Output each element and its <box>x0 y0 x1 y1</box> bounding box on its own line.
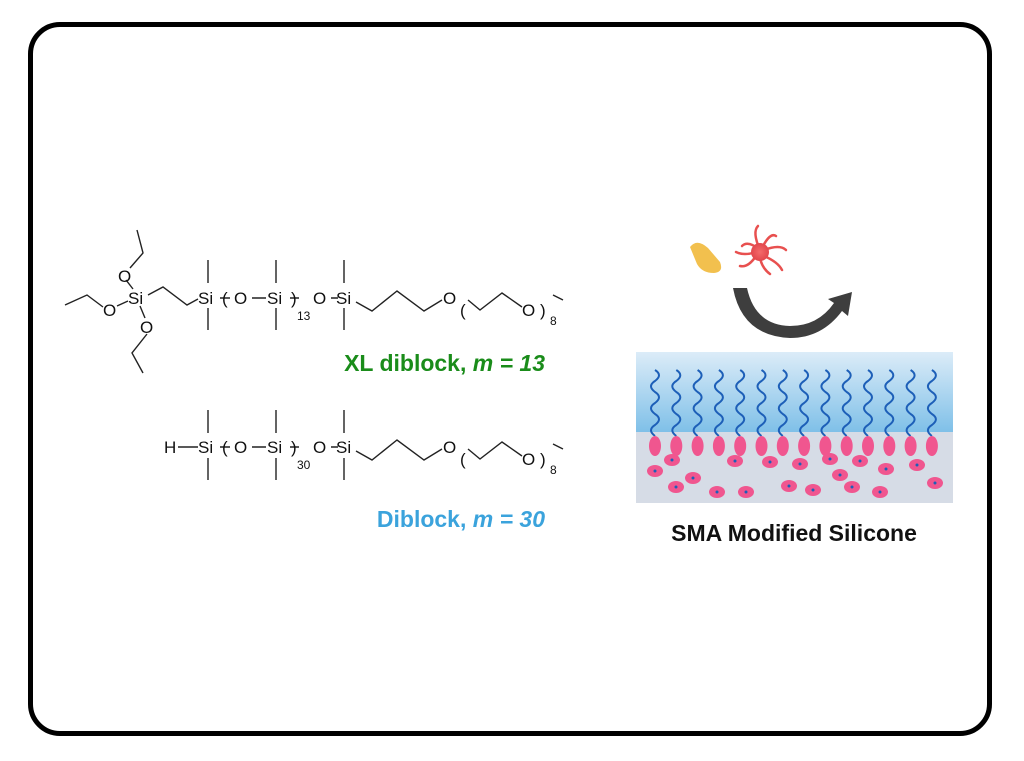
atom-o-ether: O <box>443 438 456 457</box>
atom-o-left: O <box>103 301 116 320</box>
atom-o: O <box>234 289 247 308</box>
bacterium-icon <box>690 242 722 273</box>
xl-diblock-structure: O Si O O Si ( O Si ) 13 O Si O ( O ) 8 <box>64 229 564 374</box>
atom-si: Si <box>198 438 213 457</box>
repeat-count: 30 <box>297 458 311 472</box>
cell-icon <box>734 224 788 276</box>
atom-si: Si <box>336 438 351 457</box>
repel-arrow-icon <box>733 288 852 338</box>
silicone-surface <box>636 352 953 503</box>
peg-repeat-count: 8 <box>550 463 557 477</box>
atom-si-core: Si <box>128 289 143 308</box>
bracket-open: ( <box>222 289 228 308</box>
bracket-close: ) <box>540 301 546 320</box>
polymer-chain <box>713 369 724 437</box>
polymer-chain <box>777 369 788 437</box>
polymer-chain <box>863 369 873 437</box>
bracket-close: ) <box>291 289 297 308</box>
atom-si: Si <box>198 289 213 308</box>
silicone-anchor-blob <box>691 436 704 456</box>
silicone-anchor-blob <box>904 436 917 456</box>
blob-core <box>878 490 882 494</box>
blob-core <box>674 485 678 489</box>
polymer-chain <box>799 369 810 437</box>
blob-core <box>715 490 719 494</box>
polymer-chain <box>884 369 895 437</box>
blob-core <box>733 459 737 463</box>
atom-si: Si <box>336 289 351 308</box>
xl-diblock-label: XL diblock, m = 13 <box>344 350 545 376</box>
surface-title: SMA Modified Silicone <box>671 520 917 546</box>
blob-core <box>670 458 674 462</box>
polymer-chain <box>820 369 831 437</box>
blob-core <box>838 473 842 477</box>
silicone-anchor-blob <box>840 436 853 456</box>
polymer-chain <box>735 369 746 437</box>
silicone-anchor-blob <box>734 436 747 456</box>
polymer-chain <box>650 369 660 437</box>
microbes <box>690 224 788 276</box>
hydrophilic-layer <box>636 352 953 432</box>
blob-core <box>933 481 937 485</box>
atom-h: H <box>164 438 176 457</box>
polymer-chain <box>905 369 916 437</box>
polymer-chain <box>756 369 767 437</box>
polymer-chain <box>692 369 703 437</box>
atom-o-peg: O <box>522 450 535 469</box>
bracket-open: ( <box>222 438 228 457</box>
bracket-open: ( <box>460 301 466 320</box>
blob-core <box>798 462 802 466</box>
silicone-anchor-blob <box>670 436 683 456</box>
diblock-label: Diblock, m = 30 <box>377 506 545 532</box>
silicone-anchor-blob <box>883 436 896 456</box>
atom-o: O <box>234 438 247 457</box>
polymer-chain <box>671 369 682 437</box>
silicone-anchor-blob <box>925 436 938 456</box>
blob-core <box>653 469 657 473</box>
bracket-close: ) <box>291 438 297 457</box>
diblock-structure: H Si ( O Si ) 30 O Si O ( O ) 8 <box>164 410 564 480</box>
atom-o: O <box>313 289 326 308</box>
blob-core <box>787 484 791 488</box>
silicone-anchor-blob <box>649 436 661 456</box>
bracket-close: ) <box>540 450 546 469</box>
blob-core <box>744 490 748 494</box>
silicone-anchor-blob <box>862 436 874 456</box>
atom-o-top: O <box>118 267 131 286</box>
blob-core <box>828 457 832 461</box>
polymer-chain <box>841 369 852 437</box>
atom-o-peg: O <box>522 301 535 320</box>
silicone-anchor-blob <box>819 436 832 456</box>
silicone-anchor-blob <box>776 436 789 456</box>
atom-si: Si <box>267 438 282 457</box>
blob-core <box>768 460 772 464</box>
silicone-anchor-blob <box>712 436 725 456</box>
atom-o-ether: O <box>443 289 456 308</box>
blob-core <box>858 459 862 463</box>
repeat-count: 13 <box>297 309 311 323</box>
blob-core <box>691 476 695 480</box>
atom-si: Si <box>267 289 282 308</box>
bracket-open: ( <box>460 450 466 469</box>
blob-core <box>915 463 919 467</box>
peg-repeat-count: 8 <box>550 314 557 328</box>
blob-core <box>850 485 854 489</box>
silicone-anchor-blob <box>798 436 811 456</box>
atom-o-bottom: O <box>140 318 153 337</box>
polymer-chain <box>926 369 937 437</box>
blob-core <box>884 467 888 471</box>
blob-core <box>811 488 815 492</box>
atom-o: O <box>313 438 326 457</box>
silicone-anchor-blob <box>755 436 768 456</box>
